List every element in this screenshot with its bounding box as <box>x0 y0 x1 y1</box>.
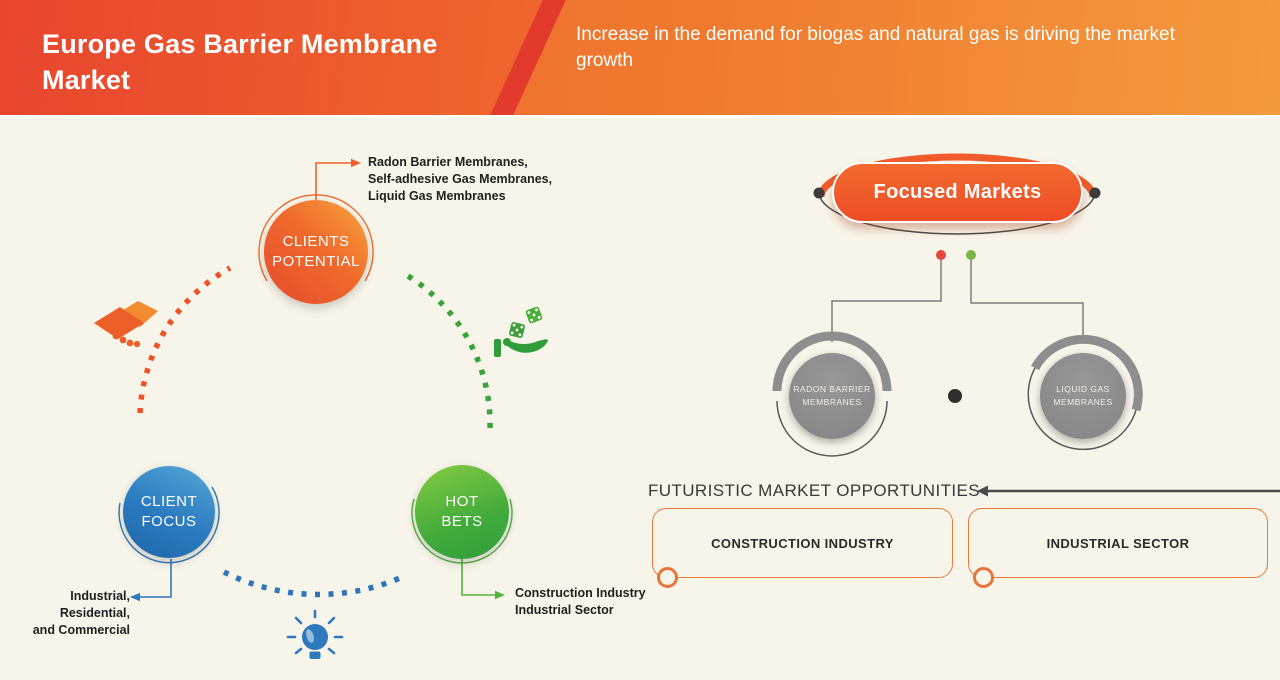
callout-line-hotbets <box>461 559 495 596</box>
infographic-canvas: CLIENTS POTENTIAL CLIENT FOCUS HOT BETS … <box>0 115 1280 680</box>
bubble-hot-bets: HOT BETS <box>415 465 509 559</box>
dotted-arc-green <box>406 273 493 431</box>
arrowhead-hotbets <box>495 590 505 600</box>
arrowhead-potential <box>351 158 361 168</box>
connector-line-left <box>831 260 942 342</box>
note-hot-bets: Construction Industry Industrial Sector <box>515 586 646 617</box>
connector-line-right <box>970 260 1084 339</box>
box-construction-industry: CONSTRUCTION INDUSTRY <box>652 508 953 578</box>
pill-bottom-arc <box>818 191 1096 235</box>
gray-node-left-thick-arc <box>772 331 892 392</box>
node-liquid-gas-membranes: LIQUID GAS MEMBRANES <box>1040 353 1126 439</box>
futuristic-title: FUTURISTIC MARKET OPPORTUNITIES <box>648 481 980 500</box>
callout-line-focus <box>140 559 172 598</box>
gray-node-right-thin-arc <box>1027 367 1137 451</box>
bubble-client-focus: CLIENT FOCUS <box>123 466 215 558</box>
box-corner-ring-left <box>657 567 678 588</box>
header-left-panel <box>0 0 543 115</box>
callout-line-potential <box>315 162 351 201</box>
hand-dice-icon <box>494 306 548 357</box>
handshake-icon <box>94 301 158 348</box>
bubble-clients-potential: CLIENTS POTENTIAL <box>264 200 368 304</box>
box-industrial-sector: INDUSTRIAL SECTOR <box>968 508 1268 578</box>
lightbulb-icon <box>286 609 344 659</box>
pill-left-dot <box>813 187 825 199</box>
pill-right-dot <box>1089 187 1101 199</box>
page-title: Europe Gas Barrier Membrane Market <box>42 29 438 95</box>
note-client-focus: Industrial, Residential, and Commercial <box>32 589 130 637</box>
connector-red-dot <box>936 250 946 260</box>
gray-node-left-thin-arc <box>776 400 888 457</box>
futuristic-arrowhead <box>977 485 988 497</box>
focused-markets-pill: Focused Markets <box>832 162 1083 223</box>
page-subtitle: Increase in the demand for biogas and na… <box>576 24 1175 71</box>
gray-node-right-thick-arc <box>1031 334 1143 412</box>
header-banner: Europe Gas Barrier Membrane Market Incre… <box>0 0 1280 118</box>
dotted-arc-blue <box>222 569 402 598</box>
outline-arc-focus <box>118 486 220 564</box>
note-clients-potential: Radon Barrier Membranes, Self-adhesive G… <box>368 155 553 203</box>
box-corner-ring-right <box>973 567 994 588</box>
connector-green-dot <box>966 250 976 260</box>
node-radon-barrier-membranes: RADON BARRIER MEMBRANES <box>789 353 875 439</box>
center-black-dot <box>948 389 962 403</box>
dotted-arc-orange <box>137 265 232 414</box>
arrowhead-focus <box>130 592 140 602</box>
